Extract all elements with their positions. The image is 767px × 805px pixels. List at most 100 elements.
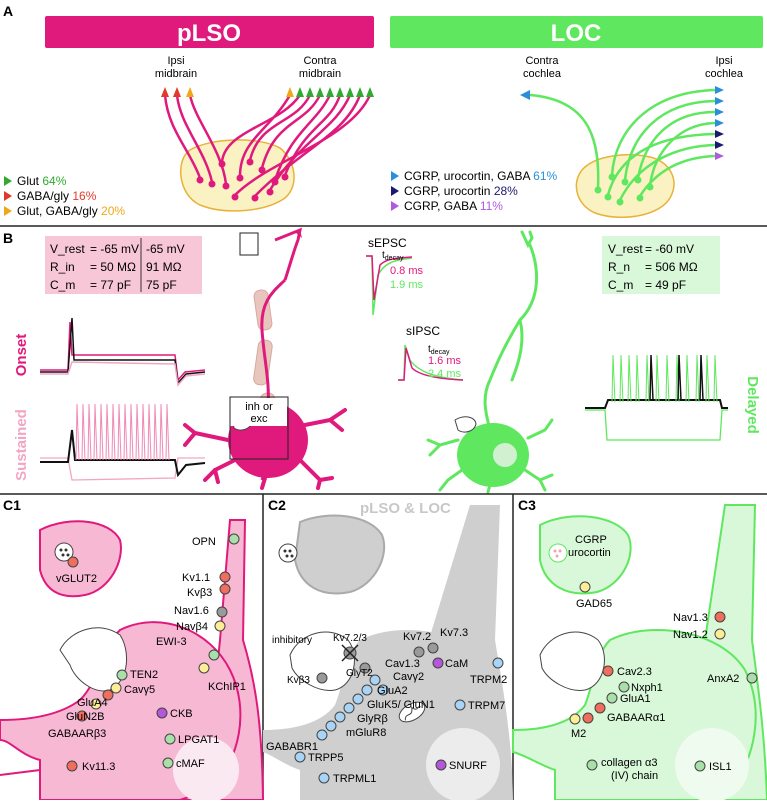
- loc-title: LOC: [551, 20, 602, 47]
- sustained-label: Sustained: [13, 409, 30, 481]
- svg-text:= 77 pF: = 77 pF: [90, 278, 131, 292]
- sepsc-value-2: 1.9 ms: [390, 279, 424, 291]
- c2-title: pLSO & LOC: [360, 500, 451, 517]
- svg-text:= -60 mV: = -60 mV: [645, 242, 694, 256]
- loc-arrowheads: [520, 86, 724, 160]
- c2-labels: inhibitory Kv7.2/3 Kvβ3 GlyT2 Kv7.2 Kv7.…: [266, 627, 507, 785]
- plso-axons: [163, 94, 372, 197]
- c3-presynaptic-terminal: [539, 515, 632, 595]
- ipsi-cochlea-label-2: cochlea: [705, 68, 744, 80]
- svg-text:SNURF: SNURF: [449, 760, 487, 772]
- svg-text:CGRP, GABA 11%: CGRP, GABA 11%: [404, 199, 503, 213]
- svg-text:Cav1.3: Cav1.3: [385, 658, 420, 670]
- svg-text:Cavγ5: Cavγ5: [124, 684, 155, 696]
- c3-input-terminal: [539, 631, 605, 691]
- svg-text:KChIP1: KChIP1: [208, 681, 246, 693]
- plso-props-box: [45, 236, 202, 294]
- svg-text:Kv1.1: Kv1.1: [182, 572, 210, 584]
- svg-text:R_n: R_n: [608, 260, 630, 274]
- zoom-box-bottom: [229, 396, 289, 460]
- onset-trace: [40, 317, 206, 387]
- c3-markers: [569, 581, 758, 772]
- svg-text:Glut 64%: Glut 64%: [17, 174, 67, 188]
- svg-text:C_m: C_m: [608, 278, 633, 292]
- svg-text:Nav1.3: Nav1.3: [673, 612, 708, 624]
- delayed-label: Delayed: [744, 376, 761, 434]
- panel-c3-letter: C3: [518, 497, 536, 513]
- svg-text:CGRP, urocortin, GABA 61%: CGRP, urocortin, GABA 61%: [404, 169, 558, 183]
- loc-axons: [529, 88, 716, 201]
- svg-text:GABABR1: GABABR1: [266, 741, 318, 753]
- svg-text:vGLUT2: vGLUT2: [56, 573, 97, 585]
- svg-text:GluK5/ GluN1: GluK5/ GluN1: [367, 699, 435, 711]
- loc-neuron: [426, 230, 554, 494]
- svg-text:CKB: CKB: [170, 708, 193, 720]
- loc-props-box: [602, 236, 720, 294]
- inh-exc-label-2: exc: [250, 413, 268, 425]
- loc-cell-bodies: [594, 173, 654, 206]
- plso-neuron: inh or exc: [183, 227, 347, 490]
- svg-text:Kv7.2: Kv7.2: [403, 631, 431, 643]
- svg-text:TEN2: TEN2: [130, 669, 158, 681]
- svg-text:GABAARα1: GABAARα1: [607, 712, 665, 724]
- plso-arrowheads: [161, 87, 374, 97]
- svg-text:91 MΩ: 91 MΩ: [146, 260, 182, 274]
- panel-a: A pLSO LOC Ipsi midbrain Contra midbrain: [3, 3, 763, 219]
- svg-text:CGRP: CGRP: [575, 534, 607, 546]
- sipsc-value-2: 2.4 ms: [428, 368, 462, 380]
- panel-c1-letter: C1: [3, 497, 21, 513]
- svg-text:CGRP, urocortin 28%: CGRP, urocortin 28%: [404, 184, 518, 198]
- svg-text:EWI-3: EWI-3: [156, 636, 187, 648]
- svg-text:(IV) chain: (IV) chain: [611, 770, 658, 782]
- loc-title-bar: [390, 16, 763, 48]
- svg-text:GluN2B: GluN2B: [66, 711, 105, 723]
- svg-text:TRPM2: TRPM2: [470, 674, 507, 686]
- inh-exc-label-1: inh or: [245, 401, 273, 413]
- svg-text:GABA/gly 16%: GABA/gly 16%: [17, 189, 97, 203]
- panel-c1: C1 vG: [0, 497, 265, 803]
- c1-presynaptic-terminal: [39, 520, 122, 598]
- svg-text:Kv7.3: Kv7.3: [440, 627, 468, 639]
- plso-props: V_rest = -65 mV -65 mV R_in = 50 MΩ 91 M…: [50, 242, 185, 292]
- c2-markers: [294, 642, 504, 784]
- svg-text:Kv7.2/3: Kv7.2/3: [333, 633, 367, 644]
- c1-input-terminal: [59, 627, 128, 692]
- panel-c3: C3 CGRP urocortin GAD65 Nav1.3 Nav1.: [512, 497, 767, 802]
- svg-text:GluA2: GluA2: [377, 685, 408, 697]
- panel-c2-letter: C2: [268, 497, 286, 513]
- c3-labels: CGRP urocortin GAD65 Nav1.3 Nav1.2 Cav2.…: [568, 534, 739, 782]
- c1-labels: vGLUT2 OPN Kv1.1 Kvβ3 Nav1.6 Navβ4 EWI-3…: [48, 536, 246, 773]
- svg-text:Navβ4: Navβ4: [176, 621, 208, 633]
- loc-legend: CGRP, urocortin, GABA 61% CGRP, urocorti…: [391, 169, 558, 213]
- sipsc-tdecay: tdecay: [428, 344, 450, 356]
- svg-text:Nav1.2: Nav1.2: [673, 629, 708, 641]
- ipsi-cochlea-label-1: Ipsi: [715, 55, 732, 67]
- c1-markers: [66, 533, 240, 772]
- svg-text:Glut, GABA/gly 20%: Glut, GABA/gly 20%: [17, 204, 125, 218]
- sipsc-trace: [398, 344, 464, 381]
- svg-text:= 49 pF: = 49 pF: [645, 278, 686, 292]
- sipsc-value-1: 1.6 ms: [428, 355, 462, 367]
- loc-props: V_rest = -60 mV R_n = 506 MΩ C_m = 49 pF: [608, 242, 698, 292]
- svg-text:R_in: R_in: [50, 260, 75, 274]
- svg-text:-65 mV: -65 mV: [146, 242, 185, 256]
- sepsc-trace: [366, 255, 413, 316]
- delayed-trace: [585, 354, 728, 441]
- svg-text:cMAF: cMAF: [176, 758, 205, 770]
- svg-text:TRPP5: TRPP5: [308, 752, 343, 764]
- svg-text:M2: M2: [571, 728, 586, 740]
- svg-text:Nav1.6: Nav1.6: [174, 605, 209, 617]
- loc-nucleus-outline: [575, 154, 675, 219]
- svg-text:GluA1: GluA1: [620, 693, 651, 705]
- svg-text:V_rest: V_rest: [608, 242, 643, 256]
- svg-text:= -65 mV: = -65 mV: [90, 242, 139, 256]
- plso-title-bar: [45, 16, 374, 48]
- ipsi-midbrain-label-1: Ipsi: [167, 55, 184, 67]
- plso-title: pLSO: [177, 20, 241, 47]
- svg-text:GluA4: GluA4: [77, 697, 108, 709]
- c2-input-terminal: [289, 631, 355, 691]
- svg-text:Kv11.3: Kv11.3: [82, 761, 115, 773]
- panel-c2: C2 pLSO & LOC: [263, 497, 513, 802]
- zoom-box-top: [239, 232, 259, 256]
- svg-text:Cavγ2: Cavγ2: [393, 671, 424, 683]
